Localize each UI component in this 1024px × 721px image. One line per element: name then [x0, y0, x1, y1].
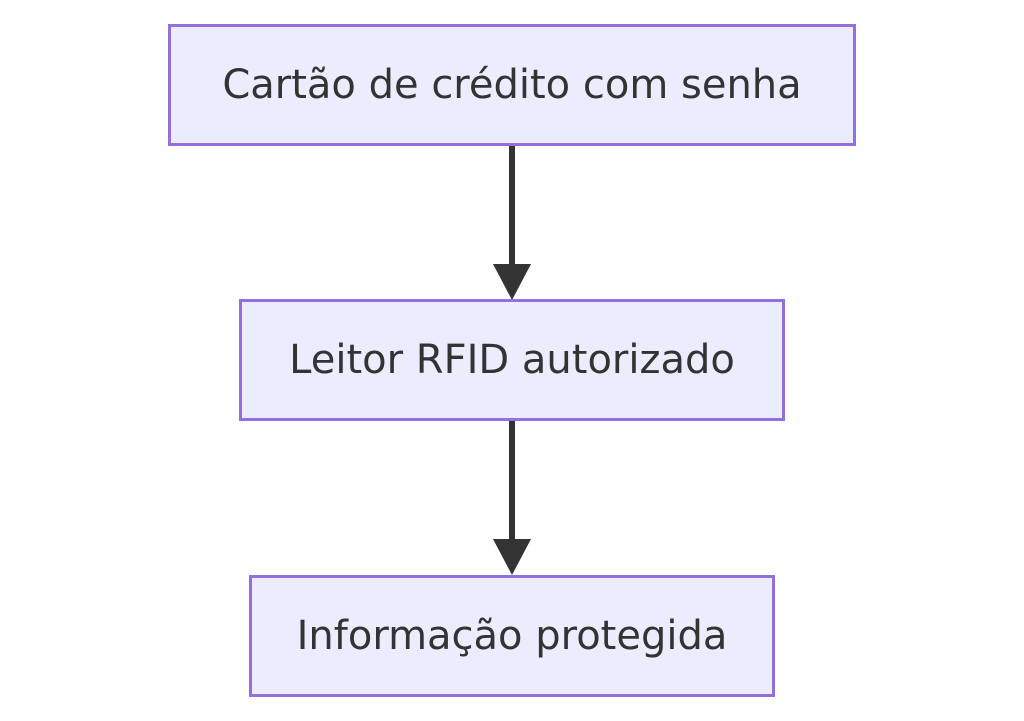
- node-rfid-reader: Leitor RFID autorizado: [239, 299, 785, 421]
- edge-n2-to-n3: [493, 421, 531, 575]
- node-label: Leitor RFID autorizado: [289, 337, 735, 383]
- node-label: Informação protegida: [296, 613, 728, 659]
- node-protected-info: Informação protegida: [249, 575, 775, 697]
- arrowhead-icon: [493, 539, 531, 575]
- edge-n1-to-n2: [493, 146, 531, 300]
- node-label: Cartão de crédito com senha: [222, 62, 802, 108]
- arrowhead-icon: [493, 264, 531, 300]
- node-credit-card: Cartão de crédito com senha: [168, 24, 856, 146]
